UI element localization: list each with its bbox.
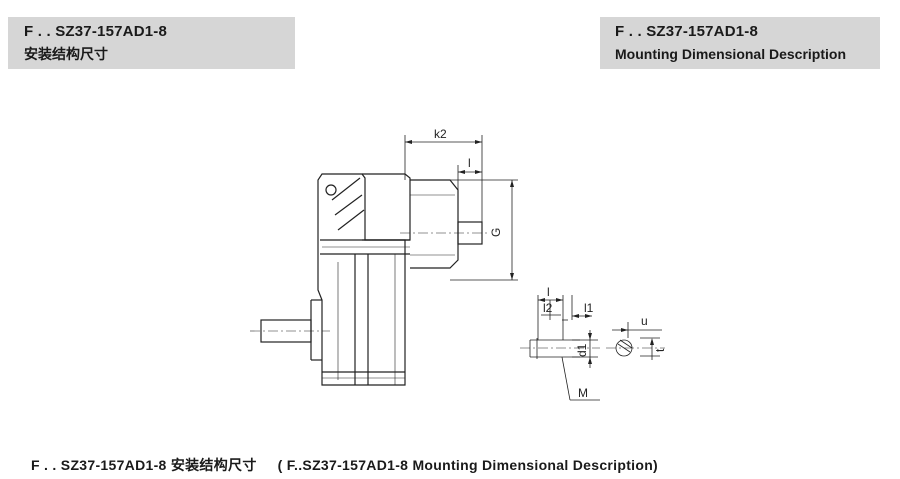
dim-label-d1: d1 [575, 343, 589, 357]
header-left-title: 安装结构尺寸 [24, 46, 108, 62]
dim-label-g: G [489, 228, 503, 237]
header-right-title: Mounting Dimensional Description [615, 46, 847, 62]
figure-caption: F . . SZ37-157AD1-8 安装结构尺寸 ( F..SZ37-157… [31, 455, 891, 475]
dim-label-l1: l1 [584, 301, 594, 315]
dim-label-m: M [578, 386, 588, 400]
dim-label-l2: l2 [543, 301, 553, 315]
gearbox-body [260, 173, 483, 386]
header-left-box: F . . SZ37-157AD1-8 安装结构尺寸 [8, 17, 295, 69]
dim-label-l-shaft: l [547, 285, 550, 299]
header-right-box: F . . SZ37-157AD1-8 Mounting Dimensional… [600, 17, 880, 69]
dim-label-l: l [468, 156, 471, 170]
caption-cn: F . . SZ37-157AD1-8 安装结构尺寸 [31, 457, 257, 473]
dim-label-t: t [653, 348, 667, 352]
dimension-arrows [405, 140, 654, 364]
header-right-model: F . . SZ37-157AD1-8 [615, 23, 759, 40]
dim-label-k2: k2 [434, 127, 447, 141]
dim-label-u: u [641, 314, 648, 328]
header-left-model: F . . SZ37-157AD1-8 [24, 23, 168, 40]
caption-en: ( F..SZ37-157AD1-8 Mounting Dimensional … [277, 457, 659, 473]
